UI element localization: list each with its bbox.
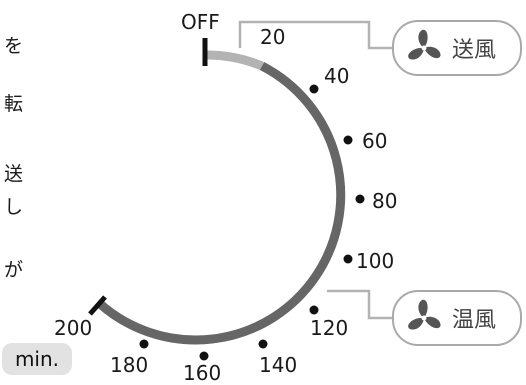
tick-dots <box>139 84 365 361</box>
tick-dot-80 <box>355 194 365 204</box>
tick-label-200: 200 <box>54 316 93 340</box>
heat-mode-badge: 温風 <box>392 290 522 346</box>
dial-arc-main <box>96 62 346 345</box>
side-text-5: が <box>4 259 24 281</box>
tick-label-160: 160 <box>183 361 222 385</box>
tick-dot-60 <box>343 135 353 145</box>
tick-dot-120 <box>309 305 319 315</box>
dial-arc-fan-segment <box>205 50 264 71</box>
tick-label-100: 100 <box>356 249 395 273</box>
fan-mode-badge: 送風 <box>392 20 522 76</box>
side-text-3: 送 <box>4 163 24 185</box>
side-text-2: 転 <box>4 93 24 115</box>
fan-mode-label: 送風 <box>452 38 497 63</box>
side-text-1: を <box>4 35 24 57</box>
side-text-4: し <box>4 196 24 218</box>
off-label: OFF <box>181 10 220 34</box>
tick-label-80: 80 <box>372 189 398 213</box>
tick-dot-100 <box>343 254 353 264</box>
fan-icon <box>408 29 441 60</box>
tick-label-180: 180 <box>110 353 149 377</box>
heat-mode-label: 温風 <box>452 308 497 333</box>
tick-label-20: 20 <box>260 25 286 49</box>
fan-icon <box>408 299 441 330</box>
tick-dot-160 <box>199 351 209 361</box>
tick-label-140: 140 <box>259 353 298 377</box>
tick-dot-40 <box>309 84 319 94</box>
tick-label-40: 40 <box>324 64 350 88</box>
fan-mode-leader-line <box>238 20 396 50</box>
end-marker <box>88 295 107 316</box>
heat-mode-leader-line <box>327 289 396 320</box>
tick-dot-140 <box>258 339 268 349</box>
unit-badge: min. <box>2 343 72 375</box>
tick-dot-180 <box>139 339 149 349</box>
tick-label-60: 60 <box>362 129 388 153</box>
tick-label-120: 120 <box>310 316 349 340</box>
